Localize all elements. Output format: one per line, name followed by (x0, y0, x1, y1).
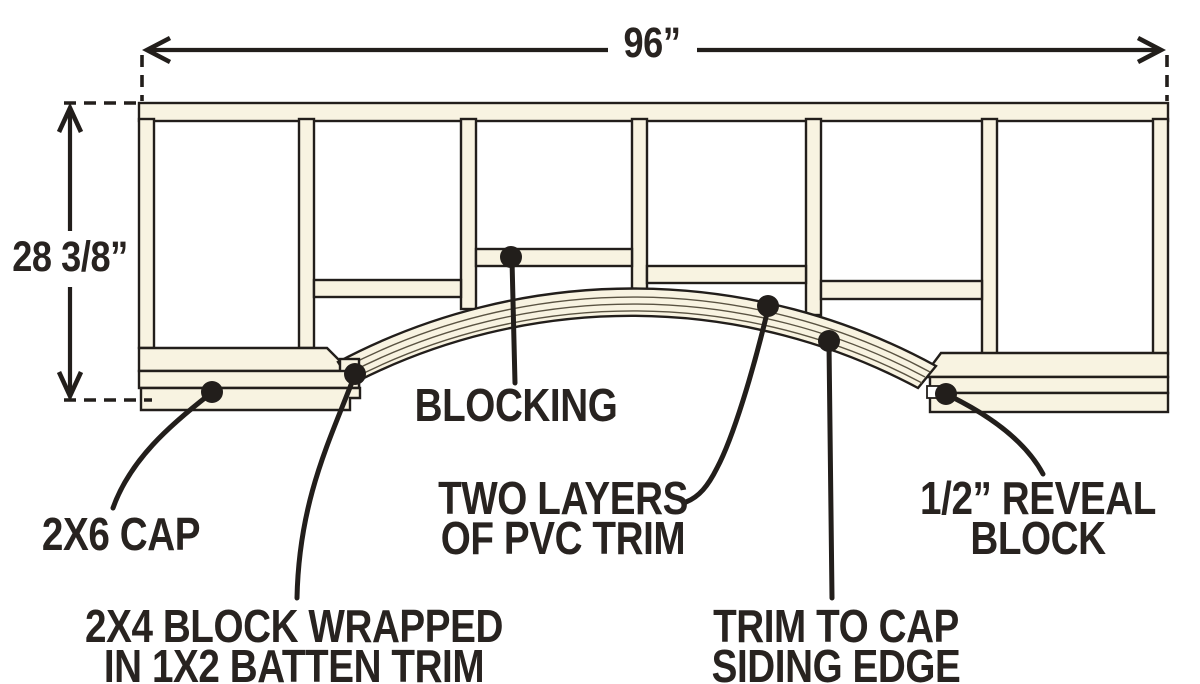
stud-5 (804, 117, 823, 317)
blocking-bay2 (312, 278, 463, 299)
blocking-dot (500, 246, 522, 268)
pvc-trim-label: TWO LAYERS OF PVC TRIM (438, 472, 688, 564)
reveal-block-label-line2: BLOCK (970, 512, 1106, 564)
callout-leaders (110, 246, 1046, 601)
siding-trim-label-line1: TRIM TO CAP (713, 600, 959, 652)
cap-left-top (137, 369, 361, 390)
reveal-leader (949, 394, 1046, 477)
arch-trim (336, 287, 938, 390)
cap-right-bottom (928, 391, 1170, 414)
siding-trim-label-line2: SIDING EDGE (711, 640, 961, 684)
cap-dot (201, 381, 223, 403)
stud-1 (137, 117, 156, 350)
bottom-plate-left (137, 346, 353, 373)
height-dimension-label: 28 3/8” (12, 233, 128, 281)
arch-layer-line-1 (343, 296, 931, 373)
width-arrow-left (142, 35, 172, 65)
stud-6 (980, 117, 999, 356)
batten-block-label-line1: 2X4 BLOCK WRAPPED (85, 600, 503, 652)
batten-block-label-line2: IN 1X2 BATTEN TRIM (103, 640, 485, 684)
height-arrow-up (56, 102, 84, 133)
dimension-lines (56, 35, 1169, 402)
batten-leader (294, 374, 357, 601)
stud-4 (630, 117, 649, 291)
reveal-dot (935, 383, 957, 405)
stud-7 (1151, 117, 1170, 356)
blocking-bay4 (645, 264, 808, 285)
reveal-block-label-line1: 1/2” REVEAL (920, 472, 1156, 524)
bottom-plate-right (920, 351, 1170, 379)
top-plate (137, 101, 1170, 123)
width-arrow-right (1136, 35, 1166, 65)
arch-band (336, 287, 938, 390)
wall-framing (137, 101, 1170, 356)
siding-dot (818, 330, 840, 352)
pvc-trim-label-line1: TWO LAYERS (438, 472, 688, 524)
reveal-block-label: 1/2” REVEAL BLOCK (920, 472, 1156, 564)
cap-leader (110, 391, 213, 511)
batten-dot (344, 363, 366, 385)
stud-3 (459, 117, 478, 311)
blocking-bay5 (819, 279, 984, 301)
cap-right-top (928, 375, 1170, 395)
pvc-trim-label-line2: OF PVC TRIM (440, 512, 686, 564)
stud-2 (297, 117, 316, 350)
pvc-leader (683, 306, 771, 505)
arch-layer-line-3 (351, 310, 923, 384)
pvc-dot (757, 295, 779, 317)
siding-leader (826, 341, 835, 601)
cap-2x6-label: 2X6 CAP (41, 508, 201, 560)
width-dimension-label: 96” (623, 19, 681, 67)
arch-layer-line-2 (348, 303, 926, 378)
blocking-bay3 (474, 247, 634, 268)
height-arrow-down (56, 371, 84, 402)
blocking-leader (509, 257, 518, 386)
siding-trim-label: TRIM TO CAP SIDING EDGE (711, 600, 961, 684)
cap-left-bottom (139, 386, 362, 412)
blocking-label: BLOCKING (414, 379, 618, 431)
batten-block-label: 2X4 BLOCK WRAPPED IN 1X2 BATTEN TRIM (85, 600, 503, 684)
